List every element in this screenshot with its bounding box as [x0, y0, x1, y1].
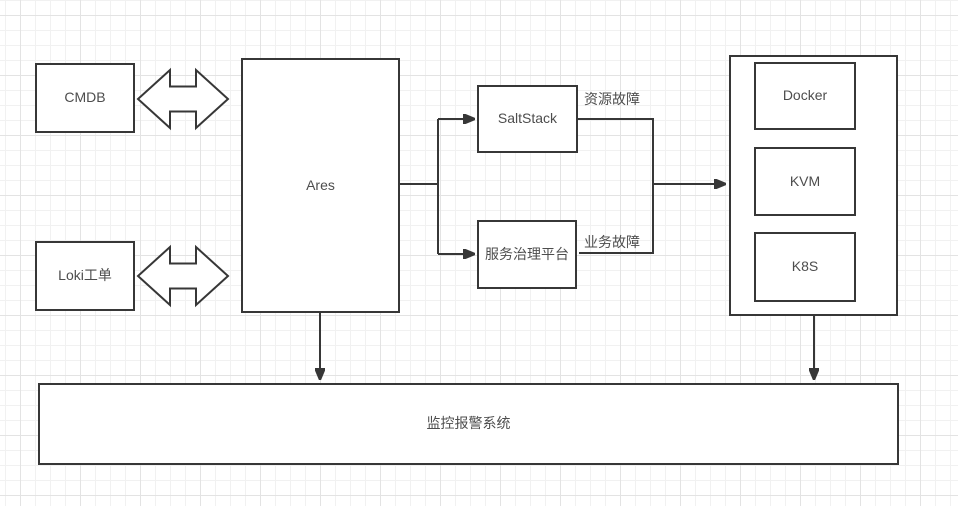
node-ares: Ares [241, 58, 400, 313]
edge-fault-merge [578, 118, 654, 254]
node-monitoring-alert-system: 监控报警系统 [38, 383, 899, 465]
node-loki-ticket: Loki工单 [35, 241, 135, 311]
bidirectional-arrow-cmdb-ares-icon [136, 67, 230, 131]
node-saltstack: SaltStack [477, 85, 578, 153]
node-kvm: KVM [754, 147, 856, 216]
node-cmdb: CMDB [35, 63, 135, 133]
bidirectional-arrow-loki-ares-icon [136, 244, 230, 308]
node-k8s: K8S [754, 232, 856, 302]
edge-label-business-fault: 业务故障 [584, 234, 640, 250]
edge-label-resource-fault: 资源故障 [584, 91, 640, 107]
node-docker: Docker [754, 62, 856, 130]
node-service-governance: 服务治理平台 [477, 220, 577, 289]
